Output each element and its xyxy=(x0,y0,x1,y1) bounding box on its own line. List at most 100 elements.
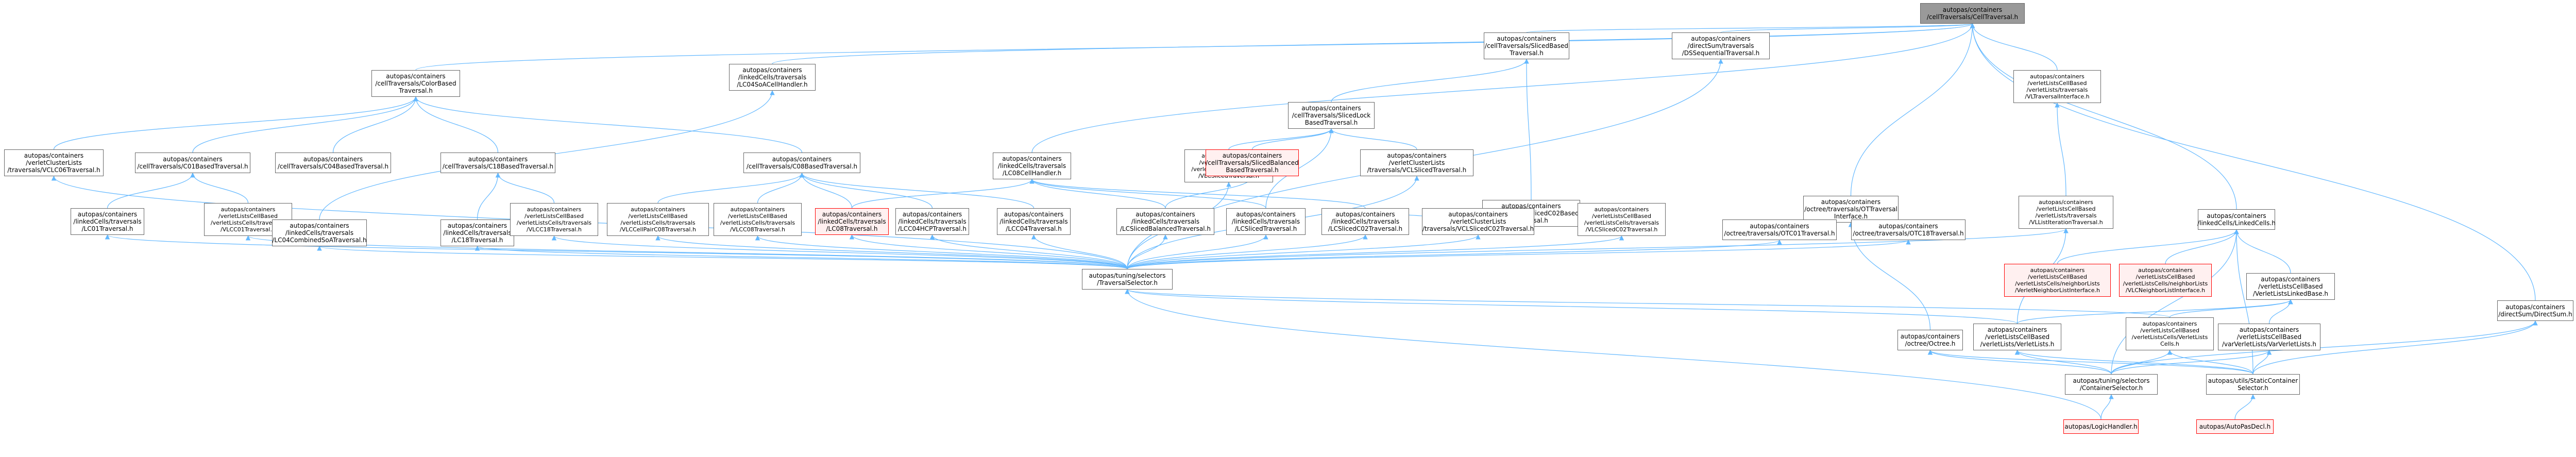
node-label-line: autopas/containers xyxy=(1387,152,1447,159)
graph-node-otc18[interactable]: autopas/containers/octree/traversals/OTC… xyxy=(1851,219,1965,240)
graph-node-cbt[interactable]: autopas/containers/cellTraversals/ColorB… xyxy=(371,70,460,97)
node-label-line: /VerletListsLinkedBase.h xyxy=(2252,290,2329,297)
node-label-line: autopas/containers xyxy=(2030,73,2084,80)
edge-slicedbased-to-root xyxy=(1526,23,1975,33)
edge-staticcont-to-octree xyxy=(1927,350,2253,375)
graph-node-verletlists[interactable]: autopas/containers/verletListsCellBased/… xyxy=(1973,324,2061,350)
node-label-line: Selector.h xyxy=(2238,384,2268,392)
node-label-line: autopas/LogicHandler.h xyxy=(2064,423,2138,430)
graph-node-travsel[interactable]: autopas/tuning/selectors/TraversalSelect… xyxy=(1082,269,1173,290)
node-label-line: autopas/tuning/selectors xyxy=(2073,377,2150,384)
graph-node-pairvlcells[interactable]: autopas/containers/verletListsCellBased/… xyxy=(2218,324,2320,350)
edge-travsel-to-vlcc08 xyxy=(755,235,1128,269)
graph-node-lcc04combined[interactable]: autopas/containers/linkedCells/traversal… xyxy=(272,219,367,246)
graph-node-c18based[interactable]: autopas/containers/cellTraversals/C18Bas… xyxy=(440,153,555,173)
graph-node-lc01[interactable]: autopas/containers/linkedCells/traversal… xyxy=(71,208,144,235)
graph-node-vlneighbor[interactable]: autopas/containers/verletListsCellBased/… xyxy=(2004,264,2111,297)
graph-node-lcslicedc02[interactable]: autopas/containers/linkedCells/traversal… xyxy=(1321,208,1409,235)
edge-vlcneighbor-to-linkedcells xyxy=(2165,229,2239,264)
edge-vlc18-to-c18based xyxy=(495,173,555,204)
node-label-line: Interface.h xyxy=(1834,213,1868,220)
edge-vlc06-to-cbt xyxy=(53,96,418,150)
node-label-line: /traversals/VCLSlicedTraversal.h xyxy=(1367,166,1467,174)
node-label-line: /linkedCells/traversals xyxy=(898,218,967,225)
graph-node-otctrav[interactable]: autopas/containers/octree/traversals/OTT… xyxy=(1803,196,1899,223)
graph-node-lcsliced[interactable]: autopas/containers/linkedCells/traversal… xyxy=(1226,208,1306,235)
graph-node-vlcslicedc02[interactable]: autopas/containers/verletListsCellBased/… xyxy=(1578,203,1666,236)
graph-node-autopasdecl[interactable]: autopas/AutoPasDecl.h xyxy=(2196,419,2274,434)
graph-node-lcslicedbal[interactable]: autopas/containers/linkedCells/traversal… xyxy=(1116,208,1214,235)
graph-node-lc08[interactable]: autopas/containers/linkedCells/traversal… xyxy=(815,208,889,235)
graph-node-logichandler[interactable]: autopas/LogicHandler.h xyxy=(2063,419,2139,434)
edge-contsel-to-pairvlcells xyxy=(2111,350,2272,375)
graph-node-slicedbased[interactable]: autopas/containers/cellTraversals/Sliced… xyxy=(1484,32,1569,59)
graph-node-vlcc08pair[interactable]: autopas/containers/verletListsCellBased/… xyxy=(607,203,709,236)
edge-c01based-to-cbt xyxy=(192,96,418,153)
node-label-line: /linkedCells/traversals xyxy=(738,74,807,81)
graph-node-directsum[interactable]: autopas/containers/directSum/DirectSum.h xyxy=(2497,300,2573,321)
graph-node-vclslicedc02[interactable]: autopas/containers/verletClusterLists/tr… xyxy=(1422,208,1534,235)
edge-lcslicedc02-to-lc08cellhandler xyxy=(1029,179,1366,209)
edge-travsel-to-lcc04hcp xyxy=(929,234,1128,269)
graph-node-contsel[interactable]: autopas/tuning/selectors/ContainerSelect… xyxy=(2065,374,2158,395)
graph-node-vllinkedbase[interactable]: autopas/containers/verletListsCellBased/… xyxy=(2246,273,2335,300)
edge-lc08cellhandler-to-root xyxy=(1031,23,1975,153)
node-label-line: autopas/containers xyxy=(1987,326,2047,333)
node-label-line: autopas/containers xyxy=(527,206,582,213)
edge-autopasdecl-to-staticcont xyxy=(2234,394,2256,420)
node-label-line: /ContainerSelector.h xyxy=(2079,384,2143,392)
node-label-line: /varVerletLists/VarVerletLists.h xyxy=(2222,341,2316,348)
node-label-line: /verletClusterLists xyxy=(26,159,82,166)
node-label-line: /cellTraversals/ColorBased xyxy=(375,80,456,87)
graph-node-vlc01[interactable]: autopas/containers/verletListsCellBased/… xyxy=(204,203,292,236)
graph-node-lcc04[interactable]: autopas/containers/linkedCells/traversal… xyxy=(997,208,1071,235)
graph-node-c01based[interactable]: autopas/containers/cellTraversals/C01Bas… xyxy=(135,153,250,173)
graph-node-vclsliced[interactable]: autopas/containers/verletClusterLists/tr… xyxy=(1360,149,1473,176)
edge-linkedcells-to-root xyxy=(1970,23,2237,210)
graph-node-c08based[interactable]: autopas/containers/cellTraversals/C08Bas… xyxy=(743,153,860,173)
edge-vlcsliced-to-slicedlock xyxy=(1228,128,1334,150)
edge-lcc04hcp-to-c08based xyxy=(799,173,933,209)
graph-node-vlcells[interactable]: autopas/containers/verletListsCellBased/… xyxy=(2126,317,2214,350)
graph-node-lc08cellhandler[interactable]: autopas/containers/linkedCells/traversal… xyxy=(993,153,1071,179)
graph-node-vlc18[interactable]: autopas/containers/verletListsCellBased/… xyxy=(510,203,598,236)
node-label-line: /VLCC08Traversal.h xyxy=(730,226,785,233)
graph-node-dsseq[interactable]: autopas/containers/directSum/traversals/… xyxy=(1672,32,1770,59)
node-label-line: /verletListsCells/traversals xyxy=(516,219,592,226)
edge-verletlists-to-travsel xyxy=(1125,289,2018,324)
graph-node-vlc06[interactable]: autopas/containers/verletClusterLists/tr… xyxy=(4,149,104,176)
node-label-line: autopas/containers xyxy=(1900,333,1960,340)
edge-travsel-to-vllistiter xyxy=(1127,228,2069,269)
graph-node-slicedbalanced[interactable]: autopas/containers/cellTraversals/Sliced… xyxy=(1206,149,1299,176)
node-label-line: /octree/traversals/OTC18Traversal.h xyxy=(1853,230,1964,237)
graph-node-c04based[interactable]: autopas/containers/cellTraversals/C04Bas… xyxy=(275,153,391,173)
edge-lcsliced-to-lc08cellhandler xyxy=(1029,179,1266,209)
node-label-line: autopas/containers xyxy=(1691,35,1751,42)
graph-node-lc18[interactable]: autopas/containers/linkedCells/traversal… xyxy=(440,219,514,246)
node-label-line: autopas/containers xyxy=(1004,211,1064,218)
node-label-line: /verletListsCellBased xyxy=(2036,206,2096,212)
edge-vlc01-to-c01based xyxy=(190,173,249,204)
graph-node-vlcc08[interactable]: autopas/containers/verletListsCellBased/… xyxy=(714,203,802,236)
graph-node-slicedlock[interactable]: autopas/containers/cellTraversals/Sliced… xyxy=(1288,102,1375,129)
graph-node-lcc04hcp[interactable]: autopas/containers/linkedCells/traversal… xyxy=(895,208,969,235)
edge-vlcells-to-travsel xyxy=(1125,289,2171,318)
node-label-line: autopas/AutoPasDecl.h xyxy=(2199,423,2271,430)
graph-node-linkedcells[interactable]: autopas/containers/linkedCells/LinkedCel… xyxy=(2197,209,2276,230)
edge-lc08-to-c08based xyxy=(799,173,853,209)
graph-node-octree[interactable]: autopas/containers/octree/Octree.h xyxy=(1897,330,1963,350)
graph-node-lc04soa[interactable]: autopas/containers/linkedCells/traversal… xyxy=(729,64,816,91)
graph-node-vllistiter[interactable]: autopas/containers/verletListsCellBased/… xyxy=(2019,196,2113,229)
node-label-line: Cells.h xyxy=(2160,341,2179,347)
node-label-line: autopas/containers xyxy=(2261,276,2320,283)
node-label-line: /linkedCells/traversals xyxy=(73,218,142,225)
node-label-line: /verletListsCellBased xyxy=(2136,274,2195,280)
node-label-line: autopas/containers xyxy=(1335,211,1395,218)
graph-node-vlctrav[interactable]: autopas/containers/verletListsCellBased/… xyxy=(2013,70,2101,103)
graph-node-otc01[interactable]: autopas/containers/octree/traversals/OTC… xyxy=(1722,219,1837,240)
edge-contsel-to-linkedcells xyxy=(2111,229,2239,375)
edge-travsel-to-lc18 xyxy=(475,246,1128,269)
graph-node-vlcneighbor[interactable]: autopas/containers/verletListsCellBased/… xyxy=(2119,264,2212,297)
node-label-line: /octree/traversals/OTTraversal xyxy=(1804,206,1897,213)
